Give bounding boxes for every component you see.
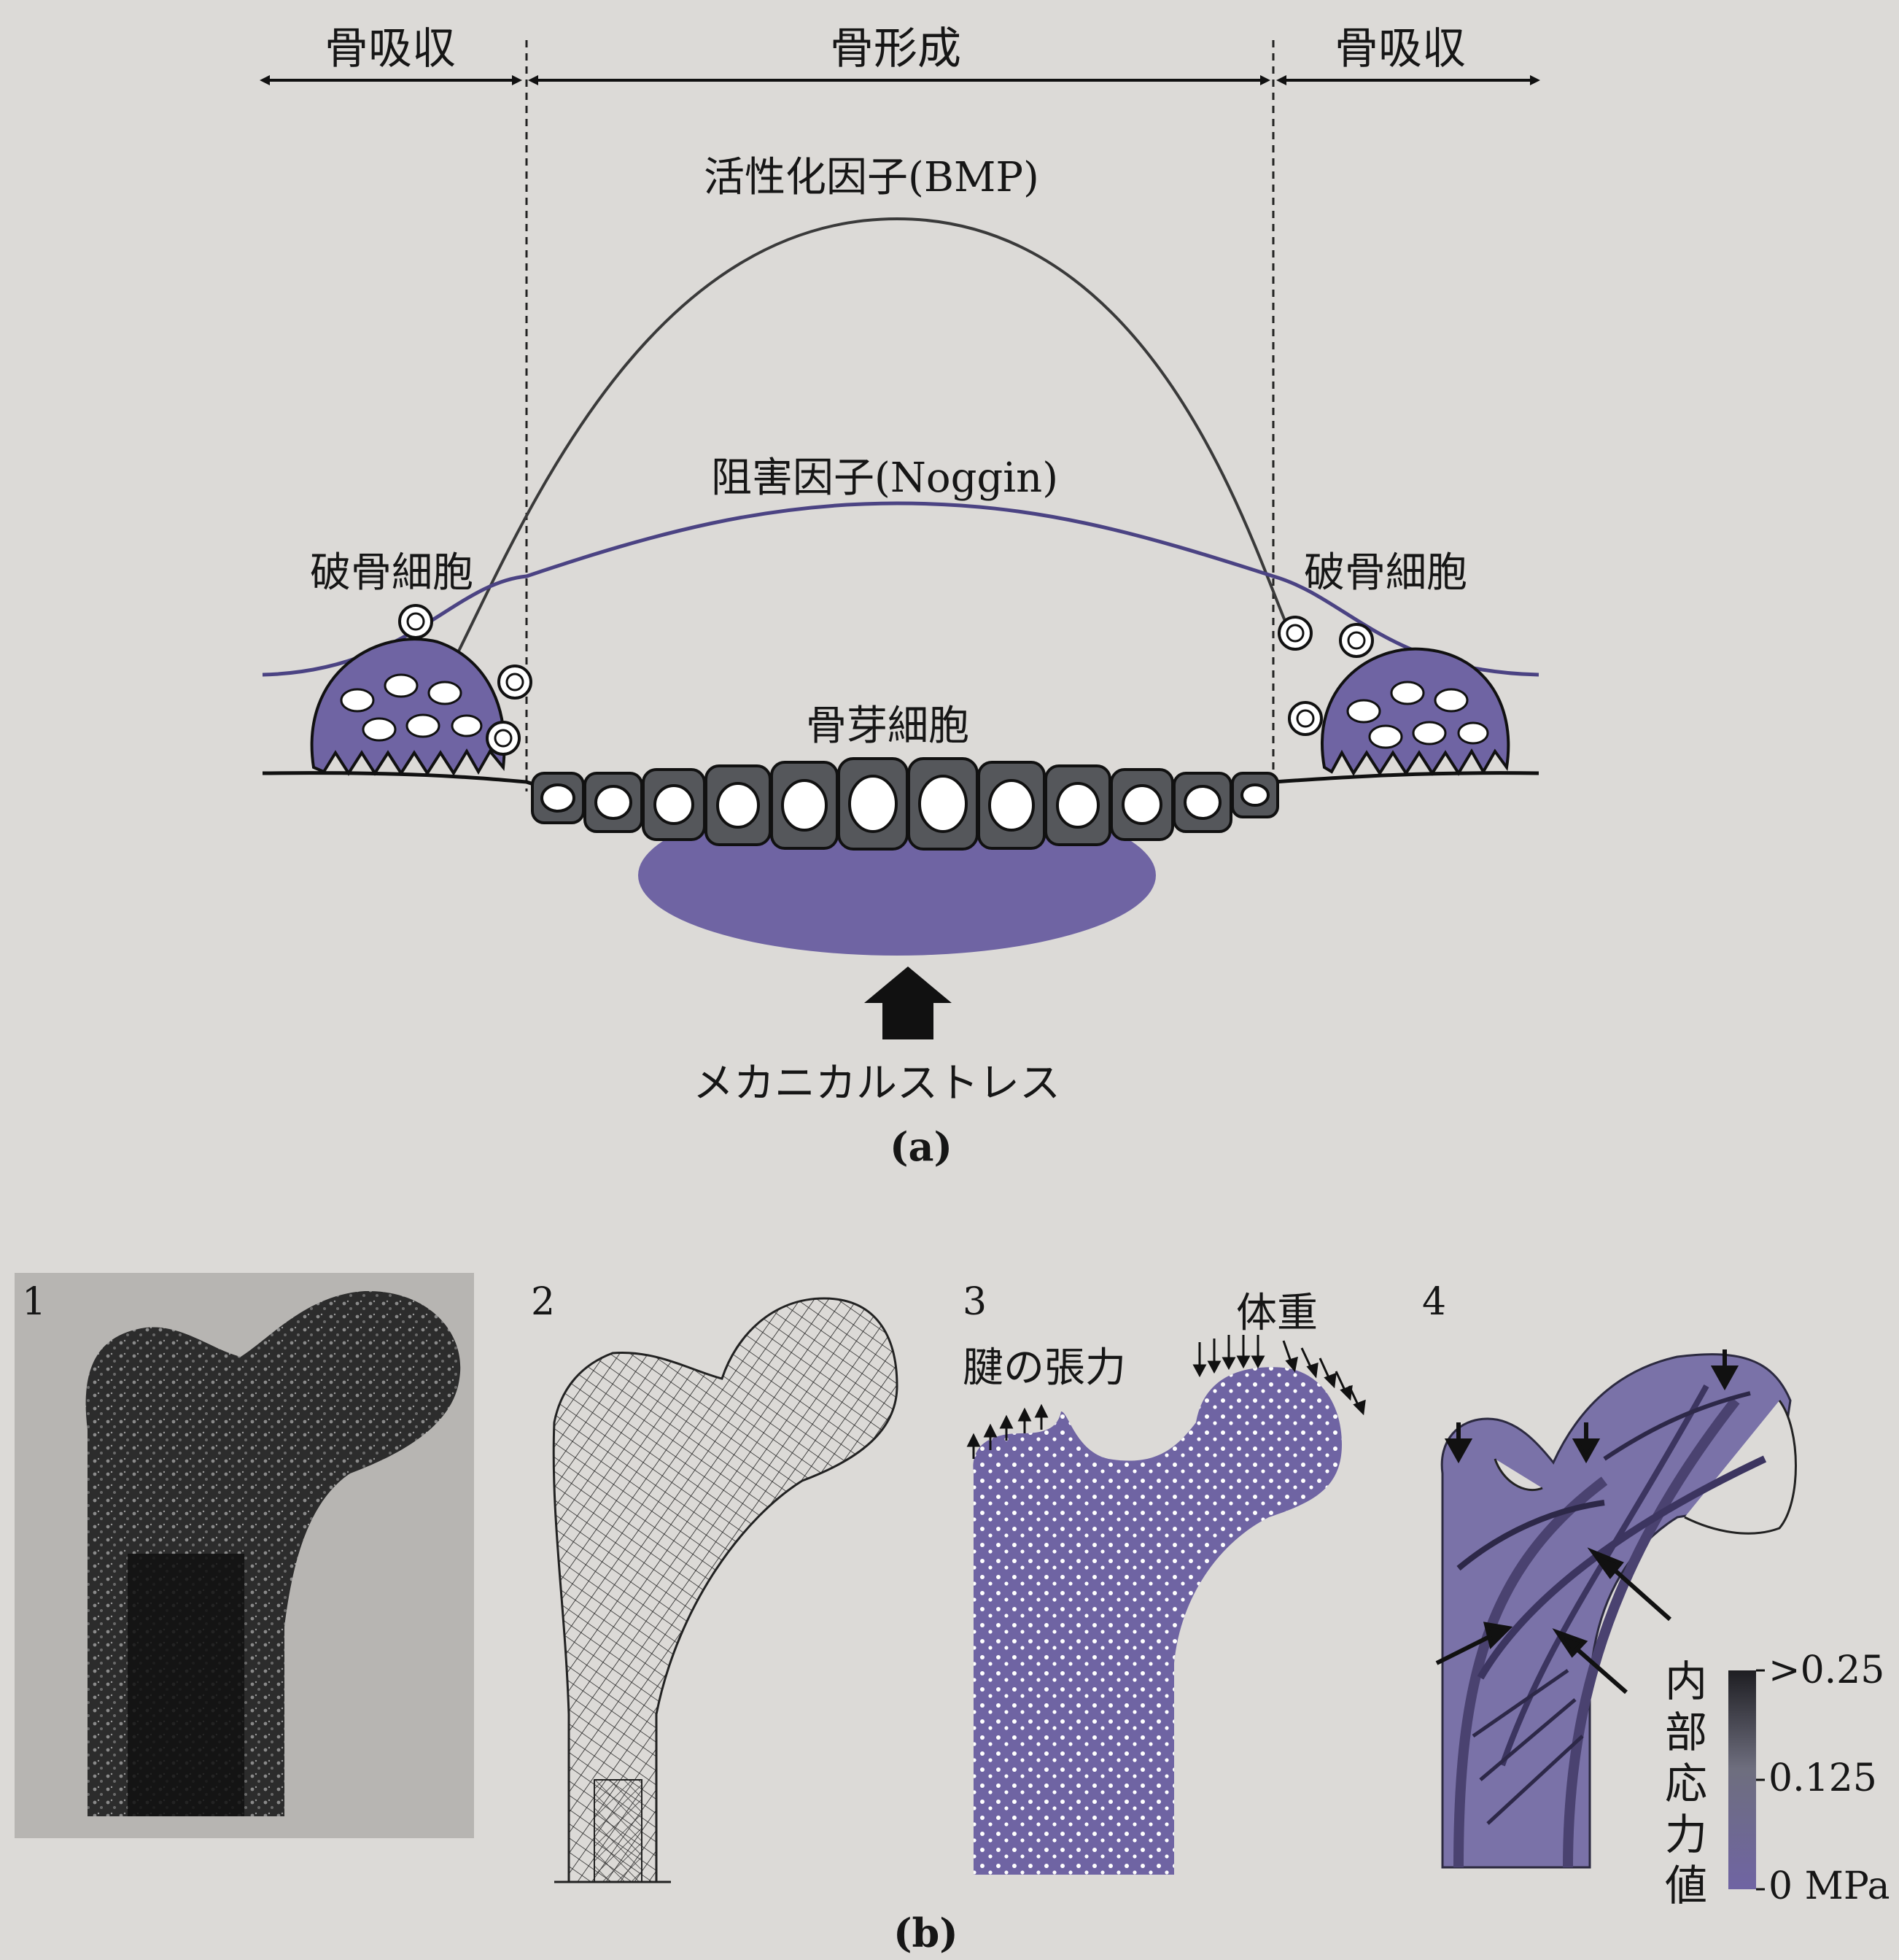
label-resorption-right: 骨吸収 <box>1335 13 1466 77</box>
osteoclast-left <box>312 605 531 773</box>
density-dots <box>973 1367 1342 1875</box>
stress-scale-bar <box>1728 1670 1756 1889</box>
label-inhibitor: 阻害因子(Noggin) <box>711 445 1058 504</box>
osteoblast-row <box>532 759 1278 849</box>
label-formation: 骨形成 <box>830 13 961 77</box>
label-internal-stress: 内部応力値 <box>1664 1656 1708 1911</box>
panel-b <box>15 1273 1796 1889</box>
scale-tick-low: 0 MPa <box>1768 1864 1890 1908</box>
xray-marrow <box>128 1554 244 1816</box>
label-mechanical-stress: メカニカルストレス <box>693 1050 1060 1109</box>
label-activator: 活性化因子(BMP) <box>704 144 1039 204</box>
scale-tick-mid: 0.125 <box>1768 1756 1877 1800</box>
stress-arrow <box>864 967 952 1039</box>
label-body-weight: 体重 <box>1236 1280 1318 1339</box>
figure-number-3: 3 <box>963 1280 987 1324</box>
label-tendon-tension: 腱の張力 <box>963 1335 1126 1394</box>
label-osteoclast-right: 破骨細胞 <box>1304 540 1467 599</box>
label-osteoclast-left: 破骨細胞 <box>310 540 473 599</box>
figure-number-2: 2 <box>531 1280 555 1324</box>
caption-b: (b) <box>893 1910 958 1956</box>
figure-number-1: 1 <box>22 1280 46 1324</box>
caption-a: (a) <box>890 1123 952 1170</box>
trajectory-sketch <box>554 1298 897 1882</box>
label-resorption-left: 骨吸収 <box>325 13 456 77</box>
scale-tick-high: >0.25 <box>1768 1649 1884 1692</box>
figure-number-4: 4 <box>1422 1280 1446 1324</box>
label-osteoblast: 骨芽細胞 <box>806 693 969 752</box>
